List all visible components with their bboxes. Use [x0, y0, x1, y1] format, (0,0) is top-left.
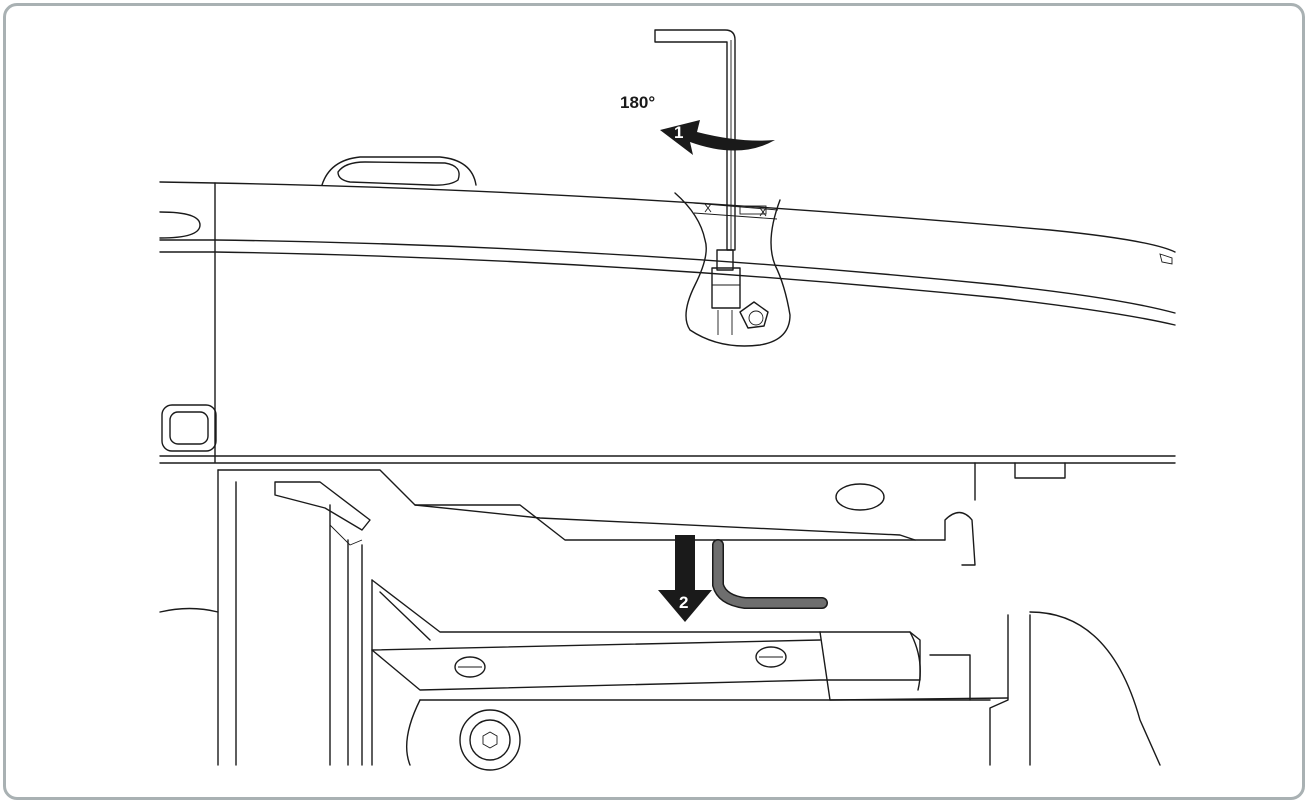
- side-button-inner: [169, 411, 209, 445]
- rotate-arrow-icon: 1 180°: [620, 93, 775, 155]
- detail-bubble: [674, 192, 791, 347]
- housing-slot: [159, 211, 201, 239]
- tray-hinge: [1014, 462, 1066, 479]
- housing-rail-lower: [159, 251, 1176, 326]
- left-hook-tab: [329, 524, 363, 546]
- hex-key-tip: [716, 249, 734, 271]
- housing-rail-upper: [159, 239, 1176, 314]
- left-hook: [274, 481, 371, 531]
- latch-clip-hole: [748, 310, 764, 326]
- lower-panel: [159, 462, 1066, 766]
- base-inner: [371, 631, 921, 691]
- frame-border: [3, 3, 1305, 800]
- tray-outline-inner: [414, 504, 916, 541]
- upper-housing: [159, 156, 1176, 464]
- hose: [712, 539, 828, 609]
- hex-bolt-inner: [469, 719, 511, 761]
- base-slope: [379, 591, 431, 641]
- bubble-hatch: [739, 205, 767, 215]
- rotate-arrow-shape: [660, 120, 775, 155]
- hose-fill: [713, 540, 827, 608]
- screw-socket: [711, 267, 741, 309]
- base-top-edge: [371, 579, 821, 633]
- hex-key-body: [654, 29, 736, 251]
- bubble-outline: [674, 192, 791, 347]
- hex-bolt-socket: [482, 731, 498, 749]
- top-handle-grip: [337, 161, 460, 186]
- bubble-cross-marks: [704, 203, 767, 217]
- tray-right-catch: [944, 511, 976, 566]
- rotation-angle-label: 180°: [620, 93, 655, 112]
- base-unit: [371, 579, 1161, 771]
- left-curve: [159, 607, 219, 613]
- base-right-wall: [989, 614, 1009, 766]
- base-recess: [929, 654, 971, 701]
- down-arrow-icon: 2: [658, 535, 712, 622]
- down-arrow-shape: [658, 535, 712, 622]
- screw-right: [755, 646, 787, 668]
- top-handle: [321, 156, 477, 186]
- side-button-outer: [161, 404, 217, 452]
- base-front-left: [405, 699, 421, 766]
- screw-left: [454, 656, 486, 678]
- housing-top-edge: [159, 181, 1176, 253]
- base-round-shell: [1029, 611, 1161, 766]
- base-shelf: [371, 639, 821, 651]
- base-right-curve: [819, 631, 921, 691]
- latch-clip: [739, 301, 769, 329]
- step-1-label: 1: [674, 123, 683, 142]
- tray-outline-top: [217, 469, 946, 541]
- hex-bolt-outer: [459, 709, 521, 771]
- hex-key-icon: [654, 29, 736, 271]
- hose-outline: [712, 539, 828, 609]
- tray-oval-hole: [835, 483, 885, 511]
- housing-notch: [1159, 253, 1173, 265]
- step-2-label: 2: [679, 593, 688, 612]
